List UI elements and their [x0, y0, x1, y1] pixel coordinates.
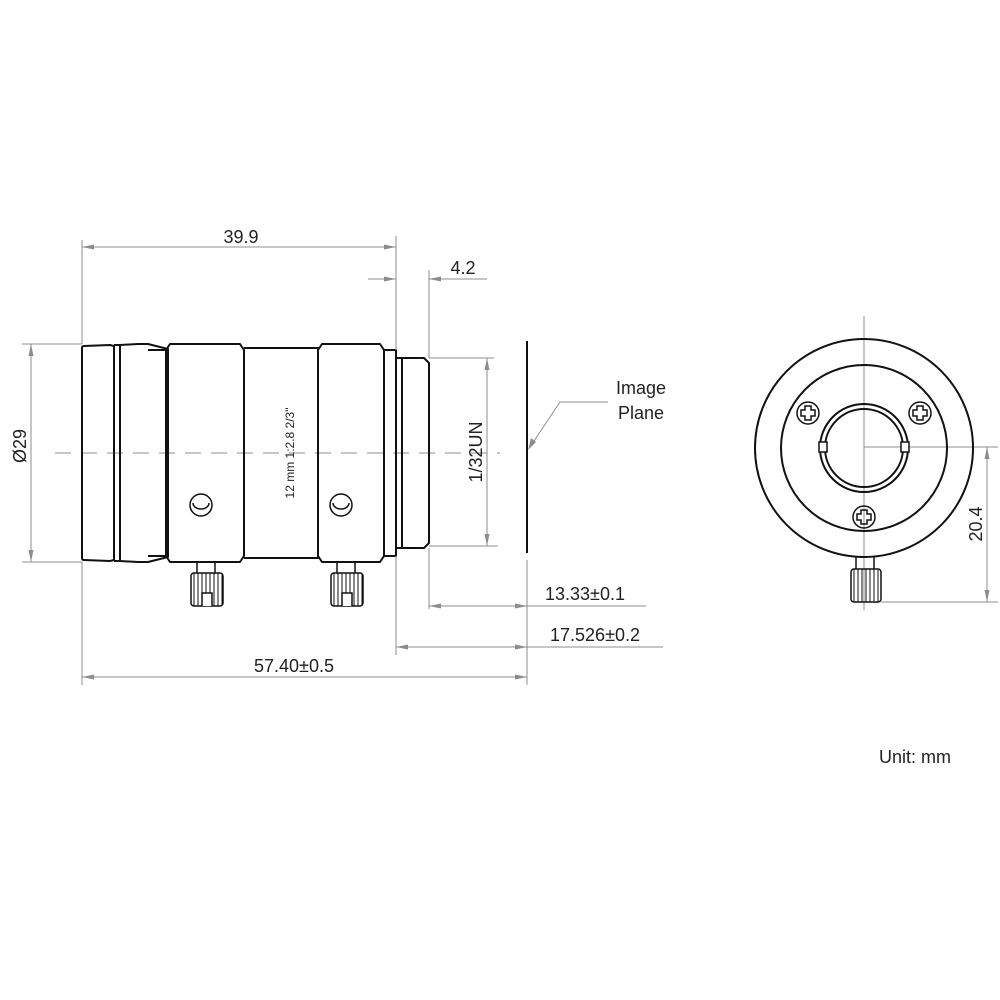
c-mount-thread	[401, 357, 430, 549]
middle-barrel	[244, 347, 319, 559]
dimension-thread: 1/32UN	[429, 357, 498, 547]
bore-key-left	[818, 441, 828, 453]
dimension-diameter: Ø29	[10, 343, 82, 563]
outer-ring	[754, 338, 974, 558]
dimension-label-thread: 1/32UN	[466, 421, 486, 482]
aperture-lock-knob	[190, 562, 224, 607]
bore-key-right	[900, 441, 910, 453]
screw-bottom	[852, 505, 876, 529]
front-ring	[81, 344, 115, 562]
rear-ring	[384, 349, 397, 557]
aperture-lock-screw-hole	[189, 493, 213, 517]
dimension-label-39-9: 39.9	[223, 227, 258, 247]
dimension-label-flange-focal: 17.526±0.2	[550, 625, 640, 645]
image-plane-label-line2: Plane	[618, 403, 664, 423]
dimension-label-20-4: 20.4	[966, 506, 986, 541]
dimension-label-4-2: 4.2	[450, 258, 475, 278]
dimension-center-to-knob: 20.4	[881, 447, 998, 603]
screw-top-left	[796, 401, 820, 425]
dimension-label-total-length: 57.40±0.5	[254, 656, 334, 676]
dimension-flange-focal: 17.526±0.2	[395, 556, 663, 655]
image-plane-leader	[529, 401, 608, 448]
aperture-ring	[165, 343, 245, 563]
focus-lock-screw-hole	[329, 493, 353, 517]
dimension-label-back-focus: 13.33±0.1	[545, 584, 625, 604]
focus-lock-knob	[330, 562, 364, 607]
dimension-body-length: 39.9	[81, 227, 397, 350]
lens-marking-text: 12 mm 1:2.8 2/3"	[283, 408, 297, 499]
front-view: 20.4	[754, 316, 998, 610]
focus-ring-front	[119, 343, 169, 563]
dimension-mount-length: 4.2	[368, 258, 487, 358]
inner-ring	[780, 364, 948, 532]
screw-top-right	[908, 401, 932, 425]
unit-label: Unit: mm	[879, 747, 951, 767]
dimension-label-diameter: Ø29	[10, 429, 30, 463]
dimension-back-focus: 13.33±0.1	[428, 548, 646, 685]
front-lock-knob	[850, 557, 882, 603]
image-plane-label-line1: Image	[616, 378, 666, 398]
dimension-total-length: 57.40±0.5	[81, 562, 527, 685]
image-plane-arrow	[528, 438, 536, 450]
side-view: 12 mm 1:2.8 2/3" Image Plane 39.9 4.2	[10, 227, 666, 685]
